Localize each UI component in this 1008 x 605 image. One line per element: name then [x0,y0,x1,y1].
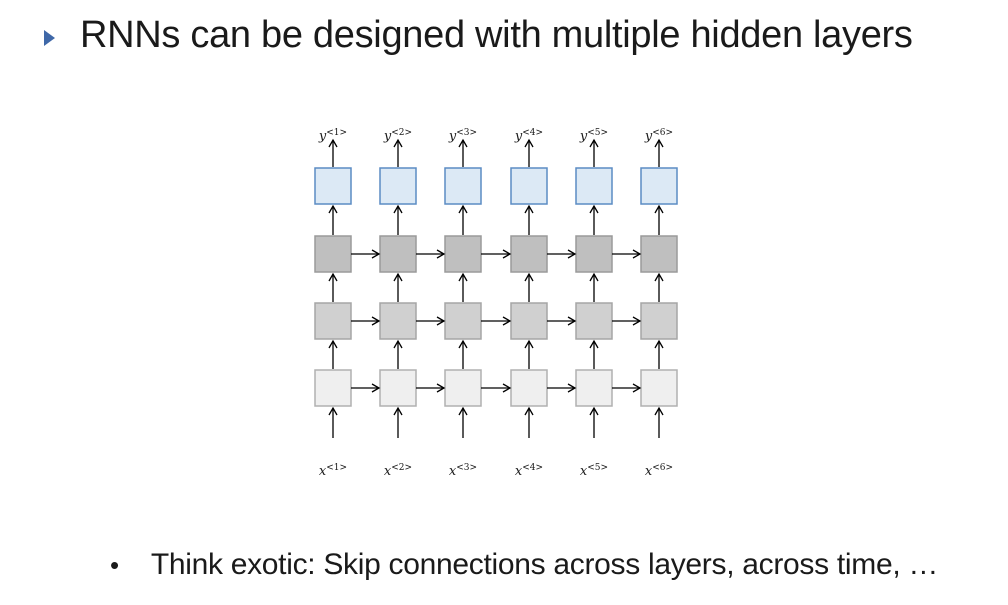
cell-hidden-3-t4 [510,235,548,273]
output-label-t3: y<3> [448,128,477,144]
output-label-t4: y<4> [514,128,543,144]
cell-hidden-2-t3 [444,302,482,340]
bullet-point: • Think exotic: Skip connections across … [110,548,938,582]
cell-hidden-1-t3 [444,369,482,407]
cell-hidden-2-t5 [575,302,613,340]
input-label-t4: x<4> [515,463,543,479]
cell-output-t3 [444,167,482,205]
cell-hidden-2-t6 [640,302,678,340]
cell-hidden-3-t3 [444,235,482,273]
cell-output-t1 [314,167,352,205]
input-label-t6: x<6> [645,463,673,479]
cell-hidden-3-t6 [640,235,678,273]
cell-hidden-1-t2 [379,369,417,407]
output-label-t5: y<5> [579,128,608,144]
input-label-t1: x<1> [319,463,347,479]
cell-hidden-1-t6 [640,369,678,407]
input-label-t3: x<3> [449,463,477,479]
cell-output-t2 [379,167,417,205]
input-label-t2: x<2> [384,463,412,479]
cell-hidden-1-t5 [575,369,613,407]
output-label-t2: y<2> [383,128,412,144]
cell-output-t6 [640,167,678,205]
cell-hidden-3-t1 [314,235,352,273]
cell-output-t5 [575,167,613,205]
output-label-t6: y<6> [644,128,673,144]
cell-hidden-2-t2 [379,302,417,340]
cell-hidden-1-t4 [510,369,548,407]
output-label-t1: y<1> [318,128,347,144]
cell-hidden-3-t2 [379,235,417,273]
bullet-dot-icon: • [110,549,119,580]
cell-hidden-2-t4 [510,302,548,340]
slide-title: RNNs can be designed with multiple hidde… [80,14,913,56]
bullet-text: Think exotic: Skip connections across la… [150,548,939,581]
input-label-t5: x<5> [580,463,608,479]
cell-output-t4 [510,167,548,205]
cell-hidden-3-t5 [575,235,613,273]
title-bullet-triangle-icon [44,29,55,46]
cell-hidden-2-t1 [314,302,352,340]
cell-hidden-1-t1 [314,369,352,407]
slide-title-row: RNNs can be designed with multiple hidde… [44,14,913,57]
